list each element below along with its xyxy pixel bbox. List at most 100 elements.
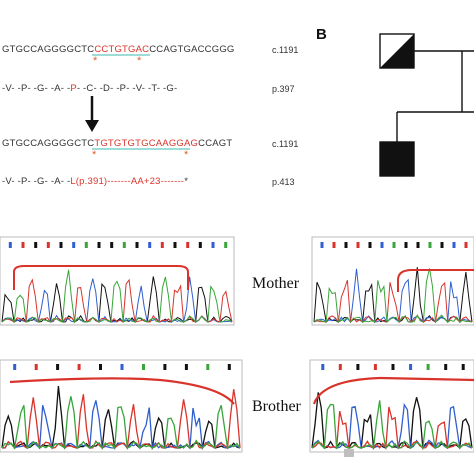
ref-seq-suffix: CCAGTGACCGGG — [149, 44, 235, 55]
pedigree-affected-son — [379, 141, 415, 177]
pedigree-father-half-fill — [380, 34, 414, 68]
mother-right-basecall-9 — [428, 242, 432, 248]
ref-protein: -V- -P- -G- -A- -P- -C- -D- -P- -V- -T- … — [2, 83, 177, 94]
mother-left-basecall-16 — [211, 242, 215, 248]
label-brother: Brother — [252, 398, 301, 415]
mother-right-basecall-4 — [368, 242, 372, 248]
bracket-mother-right — [397, 269, 474, 292]
ref-mutation-star-1: * — [93, 55, 98, 67]
mother-left-basecall-14 — [186, 242, 190, 248]
brother-left-basecall-10 — [227, 364, 231, 370]
ref-seq-prefix: GTGCCAGGGGCTC — [2, 44, 95, 55]
brother-left-basecall-1 — [34, 364, 38, 370]
mut-protein-red: L(p.391)-------AA+23------- — [70, 176, 185, 187]
mut-mutation-star-1: * — [92, 149, 97, 161]
brother-left-basecall-9 — [206, 364, 210, 370]
mother-left-basecall-0 — [8, 242, 12, 248]
brother-left-basecall-3 — [77, 364, 81, 370]
mother-left-basecall-8 — [110, 242, 114, 248]
mut-seq-suffix: CCAGT — [198, 138, 233, 149]
brother-left-basecall-2 — [56, 364, 60, 370]
brother-right-basecall-8 — [461, 364, 465, 370]
brother-right-basecall-6 — [426, 364, 430, 370]
mother-left-basecall-10 — [135, 242, 139, 248]
ref-sequence: GTGCCAGGGGCTCCCTGTGACCCAGTGACCGGG — [2, 44, 235, 55]
brother-right-basecall-3 — [373, 364, 377, 370]
chromatogram-brother-left-frame — [0, 359, 243, 453]
mother-left-basecall-5 — [72, 242, 76, 248]
mother-right-basecall-0 — [320, 242, 324, 248]
chromatogram-basecalls — [8, 242, 468, 370]
gray-marker — [344, 449, 354, 457]
ref-seq-highlight: CCTGTGAC — [94, 44, 150, 55]
mut-seq-highlight: TGTGTGTGCAAGGAG — [94, 138, 199, 149]
mother-left-basecall-17 — [224, 242, 228, 248]
brother-right-basecall-5 — [409, 364, 413, 370]
mother-right-basecall-3 — [356, 242, 360, 248]
mother-left-basecall-6 — [84, 242, 88, 248]
ref-protein-text2: - -C- -D- -P- -V- -T- -G- — [76, 83, 178, 94]
ref-protein-text: -V- -P- -G- -A- - — [2, 83, 71, 94]
mother-left-basecall-9 — [122, 242, 126, 248]
mother-right-basecall-11 — [452, 242, 456, 248]
brother-left-basecall-7 — [163, 364, 167, 370]
brother-left-basecall-5 — [120, 364, 124, 370]
chromatogram-brother-right-frame — [309, 359, 474, 453]
mother-right-basecall-7 — [404, 242, 408, 248]
down-arrow-icon — [85, 96, 99, 132]
bracket-mother-left — [13, 265, 189, 290]
mother-right-basecall-5 — [380, 242, 384, 248]
mother-right-basecall-8 — [416, 242, 420, 248]
panel-label-b: B — [316, 26, 327, 43]
mut-seq-prefix: GTGCCAGGGGCTC — [2, 138, 95, 149]
mother-left-basecall-4 — [59, 242, 63, 248]
ref-seq-position: c.1191 — [272, 45, 299, 55]
brother-right-basecall-7 — [444, 364, 448, 370]
bracket-brother-right — [312, 376, 474, 405]
mother-right-basecall-12 — [464, 242, 468, 248]
mother-left-basecall-2 — [34, 242, 38, 248]
brother-left-basecall-4 — [99, 364, 102, 370]
brother-left-trace-1 — [2, 400, 241, 451]
brother-left-trace-3 — [1, 396, 241, 450]
mother-left-basecall-3 — [46, 242, 50, 248]
mother-left-basecall-7 — [97, 242, 101, 248]
mother-right-basecall-10 — [440, 242, 444, 248]
mother-left-basecall-11 — [148, 242, 152, 248]
mother-right-trace-3 — [313, 268, 473, 324]
ref-protein-red: P — [70, 83, 77, 94]
brother-left-basecall-6 — [142, 364, 145, 370]
brother-right-basecall-1 — [338, 364, 342, 370]
mut-mutation-star-2: * — [184, 149, 189, 161]
mother-left-basecall-15 — [198, 242, 202, 248]
brother-right-basecall-4 — [391, 364, 395, 370]
mother-left-basecall-13 — [173, 242, 177, 248]
pedigree-chart — [379, 33, 474, 177]
mut-protein-text: -V- -P- -G- -A- - — [2, 176, 71, 187]
chromatogram-mother-right-frame — [311, 236, 474, 326]
brother-right-basecall-2 — [356, 364, 360, 370]
mother-left-basecall-12 — [160, 242, 164, 248]
mother-right-basecall-6 — [392, 242, 396, 248]
ref-mutation-star-2: * — [137, 55, 142, 67]
brother-right-trace-3 — [311, 400, 473, 450]
brother-left-basecall-8 — [184, 364, 188, 370]
mut-protein-position: p.413 — [272, 177, 295, 187]
mother-left-trace-3 — [1, 269, 233, 324]
mother-right-trace-2 — [313, 279, 473, 324]
chromatogram-traces — [1, 267, 473, 451]
mut-protein-text2: * — [184, 176, 189, 187]
mother-left-basecall-1 — [21, 242, 25, 248]
mother-right-basecall-1 — [332, 242, 336, 248]
mut-protein: -V- -P- -G- -A- -L(p.391)-------AA+23---… — [2, 176, 188, 187]
mut-seq-position: c.1191 — [272, 139, 299, 149]
mut-sequence: GTGCCAGGGGCTCTGTGTGTGCAAGGAGCCAGT — [2, 138, 232, 149]
bracket-brother-left — [9, 377, 235, 405]
brother-right-trace-2 — [311, 406, 473, 450]
mother-right-basecall-2 — [344, 242, 348, 248]
ref-protein-position: p.397 — [272, 84, 295, 94]
brother-right-basecall-0 — [321, 364, 325, 370]
brother-left-basecall-0 — [13, 364, 17, 370]
label-mother: Mother — [252, 275, 300, 292]
